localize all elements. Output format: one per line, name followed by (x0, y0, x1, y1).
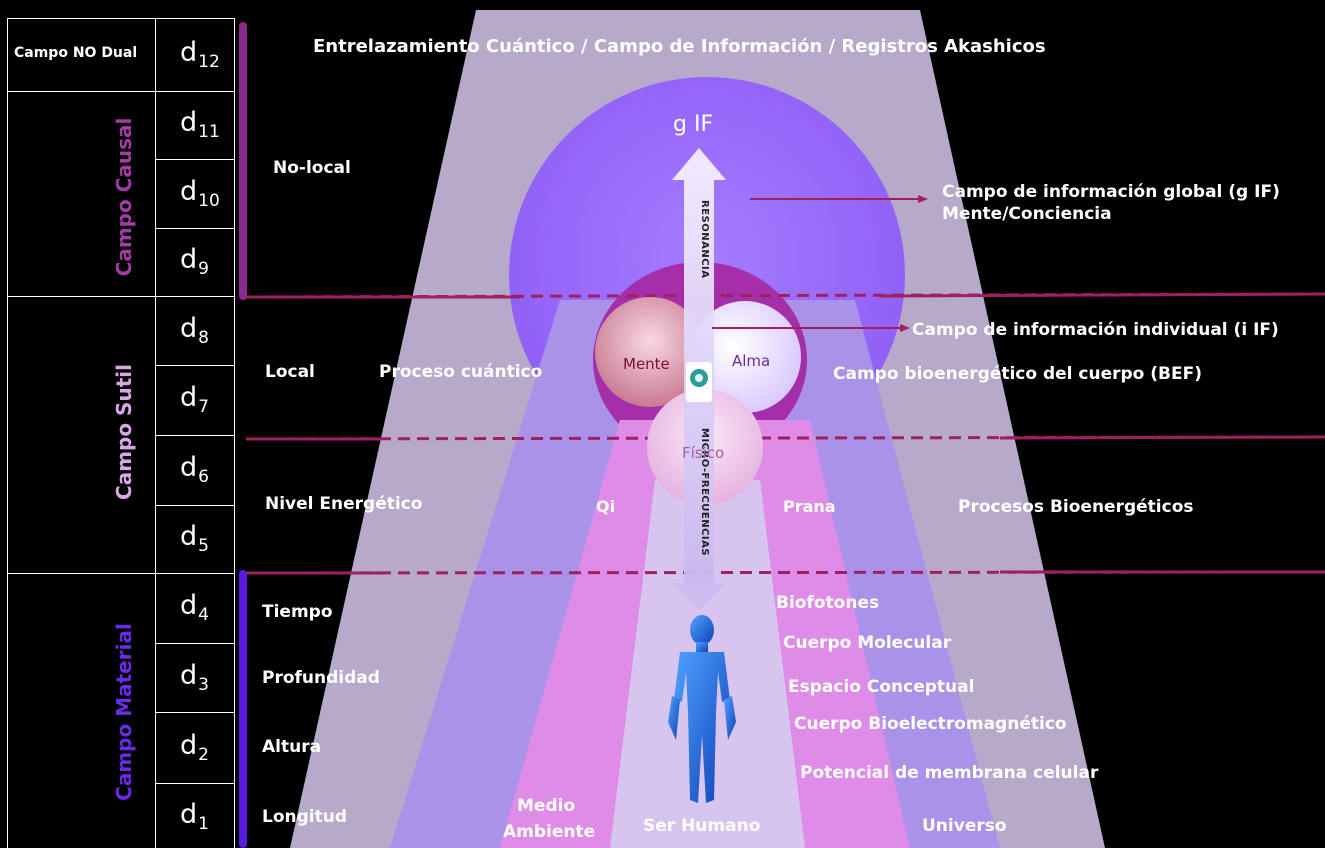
no-local-label: No-local (273, 158, 351, 178)
bef-label: Campo bioenergético del cuerpo (BEF) (833, 364, 1203, 384)
qi-label: Qi (596, 497, 616, 516)
longitud-label: Longitud (262, 807, 348, 827)
human-figure (668, 615, 736, 803)
bioelectromagnetic-body-label: Cuerpo Bioelectromagnético (794, 714, 1067, 734)
top-banner: Entrelazamiento Cuántico / Campo de Info… (313, 36, 1046, 57)
prana-label: Prana (783, 497, 836, 516)
dimension-cell-d3: d3 (155, 643, 235, 714)
biofotones-label: Biofotones (776, 593, 880, 613)
dimension-cell-d7: d7 (155, 365, 235, 437)
dimension-cell-d2: d2 (155, 712, 235, 785)
universo-label: Universo (922, 816, 1007, 836)
dimension-label-d12: d12 (180, 36, 220, 72)
molecular-body-label: Cuerpo Molecular (783, 633, 952, 653)
dimension-cell-d5: d5 (155, 505, 235, 575)
dimension-cell-d12: d12 (155, 18, 235, 93)
dimension-cell-d1: d1 (155, 783, 235, 848)
cell-membrane-potential-label: Potencial de membrana celular (800, 763, 1099, 783)
no-dual-field-label: Campo NO Dual (14, 45, 138, 61)
tiempo-label: Tiempo (262, 602, 333, 622)
dimension-cell-d10: d10 (155, 159, 235, 230)
mente-circle (595, 297, 705, 407)
dimension-cell-d4: d4 (155, 573, 235, 645)
dimension-label-d4: d4 (180, 590, 209, 625)
alma-label: Alma (732, 352, 771, 370)
dimension-cell-d6: d6 (155, 435, 235, 507)
dimension-cell-d9: d9 (155, 228, 235, 298)
resonance-arrow-head-up (672, 148, 726, 180)
material-bar (239, 570, 247, 848)
dimension-label-d9: d9 (180, 244, 209, 279)
dimension-label-d5: d5 (180, 521, 209, 556)
dimension-label-d7: d7 (180, 382, 209, 417)
nivel-energetico-label: Nivel Energético (265, 494, 423, 514)
ambiente-label: Ambiente (503, 822, 596, 842)
causal-field-label: Campo Causal (112, 117, 136, 277)
subtle-field-cell (7, 296, 157, 575)
fisico-label: Físico (682, 444, 725, 462)
dimension-label-d1: d1 (180, 799, 209, 834)
dimension-cell-d8: d8 (155, 296, 235, 367)
g-if-label: g IF (673, 112, 714, 137)
mind-consciousness-label: Mente/Conciencia (942, 204, 1112, 224)
resonance-arrow-head-down (672, 583, 726, 610)
local-label: Local (265, 362, 315, 382)
causal-bar (239, 22, 247, 300)
mente-label: Mente (623, 355, 670, 373)
dimension-cell-d11: d11 (155, 91, 235, 161)
dimension-label-d2: d2 (180, 729, 209, 765)
dimension-label-d8: d8 (180, 312, 209, 348)
ser-humano-label: Ser Humano (643, 816, 761, 836)
individual-info-field-label: Campo de información individual (i IF) (912, 320, 1279, 340)
dimension-label-d6: d6 (180, 452, 209, 487)
medio-label: Medio (517, 796, 576, 816)
dimension-label-d10: d10 (180, 175, 220, 211)
subtle-field-label: Campo Sutil (112, 364, 136, 500)
resonancia-label: RESONANCIA (699, 200, 710, 279)
profundidad-label: Profundidad (262, 668, 380, 688)
bioenergetic-processes-label: Procesos Bioenergéticos (958, 497, 1194, 517)
conceptual-space-label: Espacio Conceptual (788, 677, 975, 697)
altura-label: Altura (262, 737, 322, 757)
dimension-label-d3: d3 (180, 659, 209, 695)
proceso-cuantico-label: Proceso cuántico (379, 362, 543, 382)
causal-field-cell (7, 91, 157, 298)
material-field-label: Campo Material (112, 623, 136, 801)
global-info-field-label: Campo de información global (g IF) (942, 182, 1280, 202)
dimension-label-d11: d11 (180, 107, 220, 142)
material-field-cell (7, 573, 157, 848)
